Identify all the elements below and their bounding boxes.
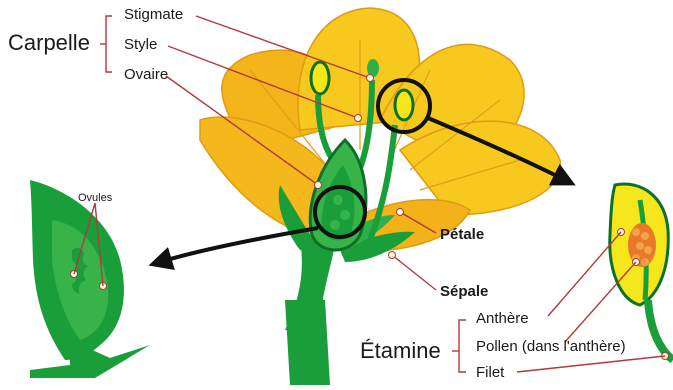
leader-anthere <box>548 232 621 316</box>
pollen-grain <box>632 228 640 236</box>
leader-pollen <box>565 262 636 342</box>
ovule <box>333 195 343 205</box>
stamen-bracket <box>459 320 466 372</box>
leader-sepale <box>392 255 436 290</box>
ovule <box>330 220 340 230</box>
label-ovaire: Ovaire <box>124 66 168 83</box>
arrow-to-ovary-detail <box>160 228 318 262</box>
label-sepale: Sépale <box>440 283 488 300</box>
carpel-group-title: Carpelle <box>8 30 90 56</box>
filament-detail <box>648 300 673 360</box>
ovule <box>340 210 350 220</box>
leader-filet <box>517 356 665 372</box>
stem-base <box>285 300 330 385</box>
stigma-left <box>311 62 329 94</box>
anther-detail <box>610 184 673 360</box>
label-stigmate: Stigmate <box>124 6 183 23</box>
label-anthere: Anthère <box>476 310 529 327</box>
style-marker <box>355 115 362 122</box>
pollen-grain <box>644 246 652 254</box>
label-style: Style <box>124 36 157 53</box>
anther <box>395 90 413 120</box>
pollen-grain <box>636 242 644 250</box>
sepale-marker <box>389 252 396 259</box>
label-pollen: Pollen (dans l'anthère) <box>476 338 626 355</box>
ovary-detail <box>30 180 150 378</box>
petale-marker <box>397 209 404 216</box>
pollen-grain <box>641 232 649 240</box>
ovaire-marker <box>315 182 322 189</box>
stigmate-marker <box>367 75 374 82</box>
pollen-grain <box>641 258 649 266</box>
label-ovules: Ovules <box>78 192 112 204</box>
label-petale: Pétale <box>440 226 484 243</box>
carpel-bracket <box>106 16 112 72</box>
stamen-group-title: Étamine <box>360 338 441 364</box>
label-filet: Filet <box>476 364 504 381</box>
